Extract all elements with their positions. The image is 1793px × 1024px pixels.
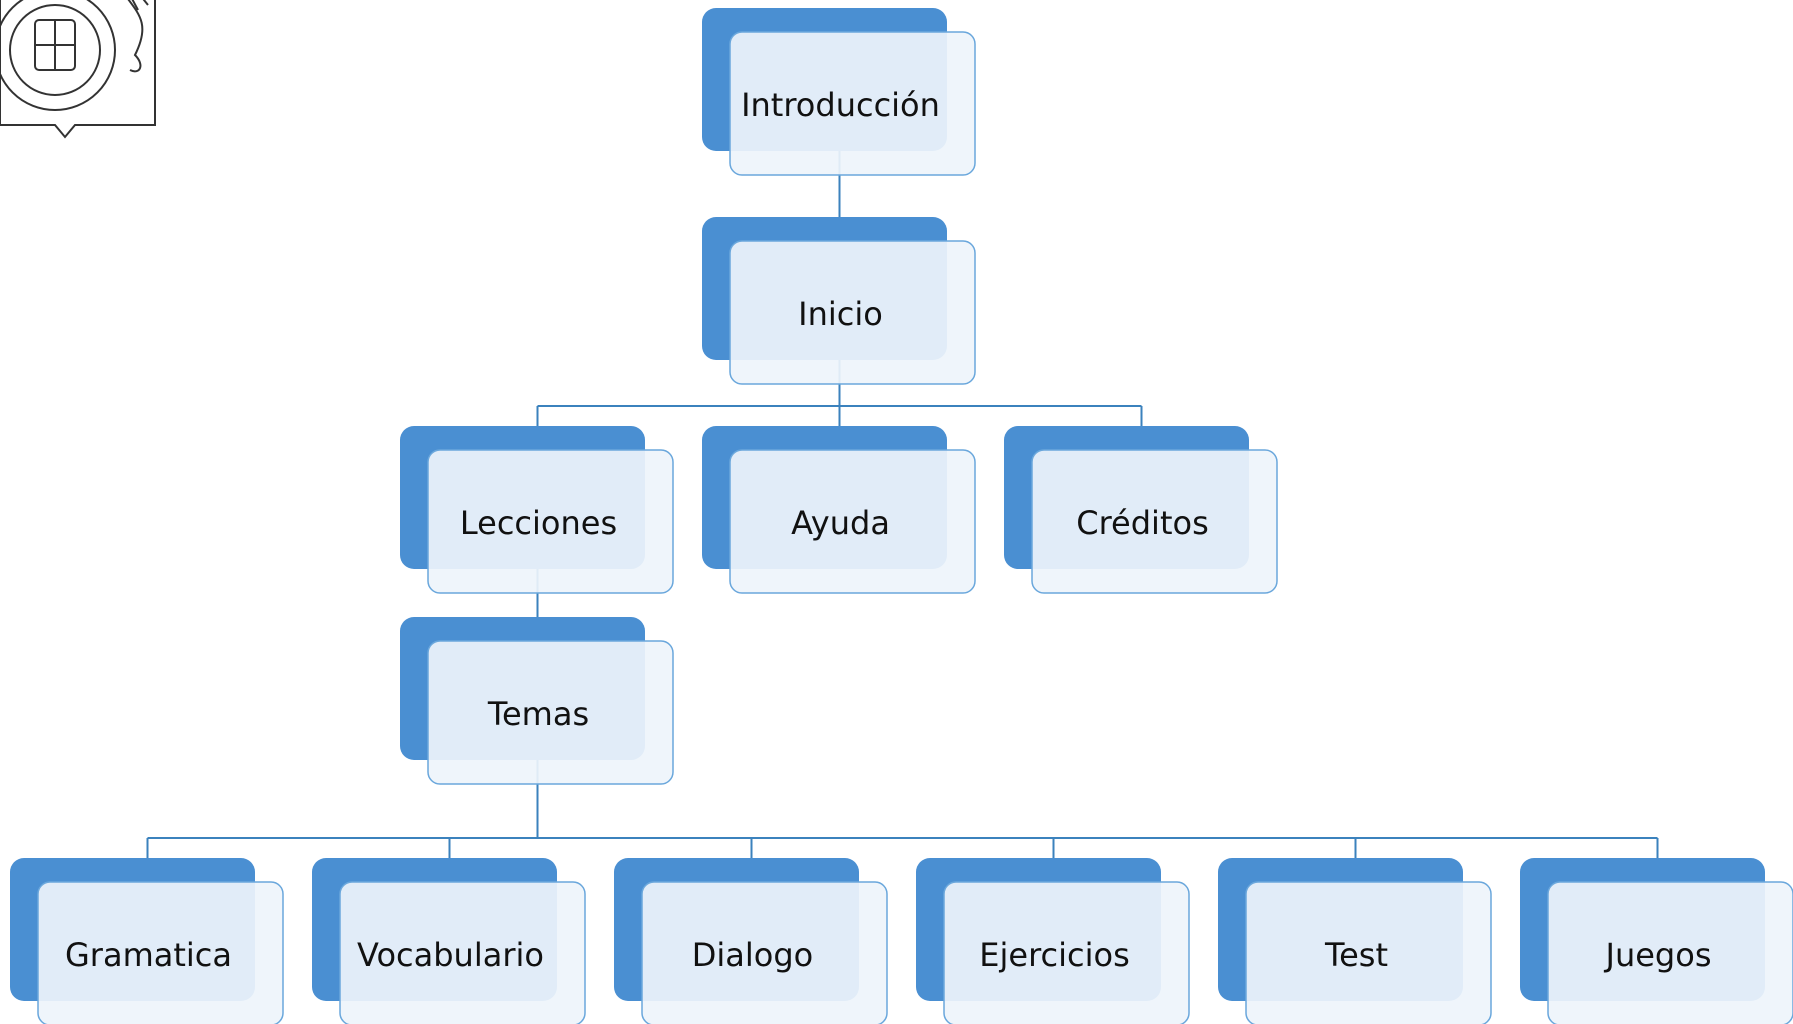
node-ayuda: Ayuda: [702, 426, 976, 594]
node-front-shape: [943, 881, 1190, 1024]
node-front-shape: [729, 449, 976, 594]
node-dialogo: Dialogo: [614, 858, 888, 1024]
node-creditos: Créditos: [1004, 426, 1278, 594]
node-front-shape: [641, 881, 888, 1024]
node-label-vocabulario: Vocabulario: [357, 936, 544, 974]
node-label-introduccion: Introducción: [741, 86, 940, 124]
node-label-ejercicios: Ejercicios: [979, 936, 1129, 974]
node-front-shape: [729, 31, 976, 176]
node-front-shape: [339, 881, 586, 1024]
node-front-shape: [37, 881, 284, 1024]
node-label-test: Test: [1324, 936, 1388, 974]
node-test: Test: [1218, 858, 1492, 1024]
node-label-ayuda: Ayuda: [791, 504, 890, 542]
node-front-shape: [427, 449, 674, 594]
node-front-shape: [427, 640, 674, 785]
node-front-shape: [1031, 449, 1278, 594]
node-label-juegos: Juegos: [1604, 936, 1712, 974]
node-gramatica: Gramatica: [10, 858, 284, 1024]
node-introduccion: Introducción: [702, 8, 976, 176]
node-label-inicio: Inicio: [798, 295, 883, 333]
node-ejercicios: Ejercicios: [916, 858, 1190, 1024]
node-lecciones: Lecciones: [400, 426, 674, 594]
node-label-gramatica: Gramatica: [65, 936, 232, 974]
node-juegos: Juegos: [1520, 858, 1793, 1024]
node-label-temas: Temas: [487, 695, 589, 733]
node-label-lecciones: Lecciones: [460, 504, 617, 542]
university-seal-icon: [0, 0, 156, 139]
node-vocabulario: Vocabulario: [312, 858, 586, 1024]
node-front-shape: [1547, 881, 1793, 1024]
node-inicio: Inicio: [702, 217, 976, 385]
node-front-shape: [1245, 881, 1492, 1024]
node-temas: Temas: [400, 617, 674, 785]
node-front-shape: [729, 240, 976, 385]
node-label-dialogo: Dialogo: [692, 936, 814, 974]
node-label-creditos: Créditos: [1076, 504, 1208, 542]
